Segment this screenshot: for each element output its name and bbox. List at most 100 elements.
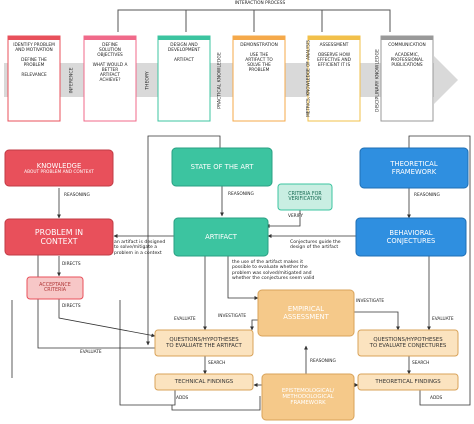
step-line: SOLVE THE [247, 63, 271, 68]
step-bar-design [158, 36, 210, 40]
edge-empirical-investigate-right [354, 311, 400, 331]
connector-disciplinary: DISCIPLINARY KNOWLEDGE [375, 49, 381, 112]
note-line: design of the artifact [290, 245, 339, 251]
behavioral-line1: BEHAVIORAL [389, 229, 433, 237]
knowledge-title: KNOWLEDGE [36, 161, 82, 170]
node-empirical-shape [257, 289, 355, 337]
step-line: ARTIFACT [173, 58, 195, 63]
process-band [4, 9, 458, 122]
node-theoretical: THEORETICAL FRAMEWORK [360, 148, 468, 188]
label-search-left: SEARCH [208, 361, 226, 366]
label-reasoning-left: REASONING [64, 193, 90, 198]
node-questions-right-shape [357, 329, 459, 357]
step-bar-objectives [84, 36, 136, 40]
node-questions-left: QUESTIONS/HYPOTHESES TO EVALUATE THE ART… [155, 330, 253, 356]
label-directs-2: DIRECTS [62, 304, 81, 309]
knowledge-sub: ABOUT PROBLEM AND CONTEXT [24, 169, 94, 175]
node-tech-right: THEORETICAL FINDINGS [358, 374, 458, 390]
node-behavioral: BEHAVIORAL CONJECTURES [356, 218, 466, 256]
label-directs-1: DIRECTS [62, 262, 81, 267]
step-line: COMMUNICATION [388, 43, 426, 48]
problem-line1: PROBLEM IN [34, 228, 84, 237]
node-criteria-shape [277, 183, 333, 211]
step-line: ARTIFACT [99, 73, 121, 78]
node-shapes [4, 147, 469, 421]
step-line: ASSESSMENT [319, 43, 349, 48]
step-box-design [157, 35, 211, 122]
artifact-title: ARTIFACT [205, 233, 237, 241]
label-evaluate-right: EVALUATE [432, 317, 454, 322]
step-box-demo [232, 35, 286, 122]
node-artifact: ARTIFACT [174, 218, 268, 256]
node-tech-left-shape [154, 373, 254, 391]
note-line: the use of the artifact makes it [232, 260, 304, 265]
episte-line3: FRAMEWORK [290, 400, 326, 406]
node-behavioral-shape [355, 217, 467, 257]
node-empirical: EMPIRICAL ASSESSMENT [258, 290, 354, 336]
label-investigate-right: INVESTIGATE [356, 299, 385, 304]
edge-adds-right [419, 345, 471, 406]
node-questions-left-shape [154, 329, 254, 357]
step-line: EFFICIENT IT IS [317, 63, 351, 68]
questions-right-line1: QUESTIONS/HYPOTHESES [373, 337, 443, 343]
connector-practical: PRACTICAL KNOWLEDGE [217, 52, 223, 109]
connector-theory: THEORY [145, 71, 151, 90]
step-line: ACADEMIC, [394, 53, 420, 58]
edge-evaluate-left [36, 251, 155, 349]
note-line: an artifact is designed [114, 240, 166, 245]
edge-top-loop-left [146, 135, 221, 346]
acceptance-line1: ACCEPTANCE [39, 283, 71, 288]
edge-acceptance-questions [58, 299, 156, 338]
step-line: ARTIFACT TO [245, 58, 273, 63]
step-line: BETTER [101, 68, 119, 73]
node-criteria: CRITERIA FOR VERIFICATION [278, 184, 332, 210]
edge-outer-loop [171, 396, 261, 411]
questions-left-line1: QUESTIONS/HYPOTHESES [169, 337, 239, 343]
node-knowledge-shape [4, 149, 114, 187]
tech-right-title: THEORETICAL FINDINGS [375, 379, 441, 385]
process-arrow-band [4, 63, 434, 97]
node-theoretical-shape [359, 147, 469, 189]
label-investigate-left: INVESTIGATE [218, 314, 247, 319]
note-line: problem in a context [114, 250, 162, 256]
empirical-line2: ASSESSMENT [283, 313, 329, 321]
step-line: DEVELOPMENT [167, 48, 201, 53]
edge-adds-left [119, 300, 176, 406]
step-line: ACHIEVE? [99, 78, 121, 83]
connectors [11, 135, 471, 411]
tech-left-title: TECHNICAL FINDINGS [174, 379, 234, 385]
step-box-objectives [83, 35, 137, 122]
episte-line1: EPISTEMOLOGICAL/ [281, 388, 335, 394]
step-bar-identify [8, 36, 60, 40]
behavioral-line2: CONJECTURES [386, 237, 436, 245]
empirical-line1: EMPIRICAL [287, 305, 325, 313]
step-line: SOLUTION [99, 48, 121, 53]
process-arrow-head [434, 56, 458, 104]
step-line: PROFESSIONAL [390, 58, 424, 63]
step-line: IDENTIFY PROBLEM [13, 43, 55, 48]
label-reasoning-bottom: REASONING [310, 359, 336, 364]
step-line: DESIGN AND [170, 43, 198, 48]
edge-artifact-empirical [227, 256, 259, 300]
label-verify: VERIFY [288, 214, 304, 219]
state-title: STATE OF THE ART [190, 163, 254, 171]
step-line: PUBLICATIONS [391, 63, 423, 68]
connector-metrics: METRICS, KNOWLEDGE OF ANALYSIS [305, 40, 311, 117]
questions-right-line2: TO EVALUATE CONJECTURES [369, 343, 447, 349]
criteria-line2: VERIFICATION [288, 197, 322, 202]
problem-line2: CONTEXT [40, 237, 78, 246]
interaction-label: INTERACTION PROCESS [234, 1, 286, 6]
step-bar-assessment [308, 36, 360, 40]
label-reasoning-right: REASONING [414, 193, 440, 198]
note-line: problem was solved/mitigated and [232, 270, 312, 276]
node-state: STATE OF THE ART [172, 148, 272, 186]
step-bar-communication [381, 36, 433, 40]
connector-inference: INFERENCE [69, 67, 75, 94]
label-reasoning-state: REASONING [228, 192, 254, 197]
